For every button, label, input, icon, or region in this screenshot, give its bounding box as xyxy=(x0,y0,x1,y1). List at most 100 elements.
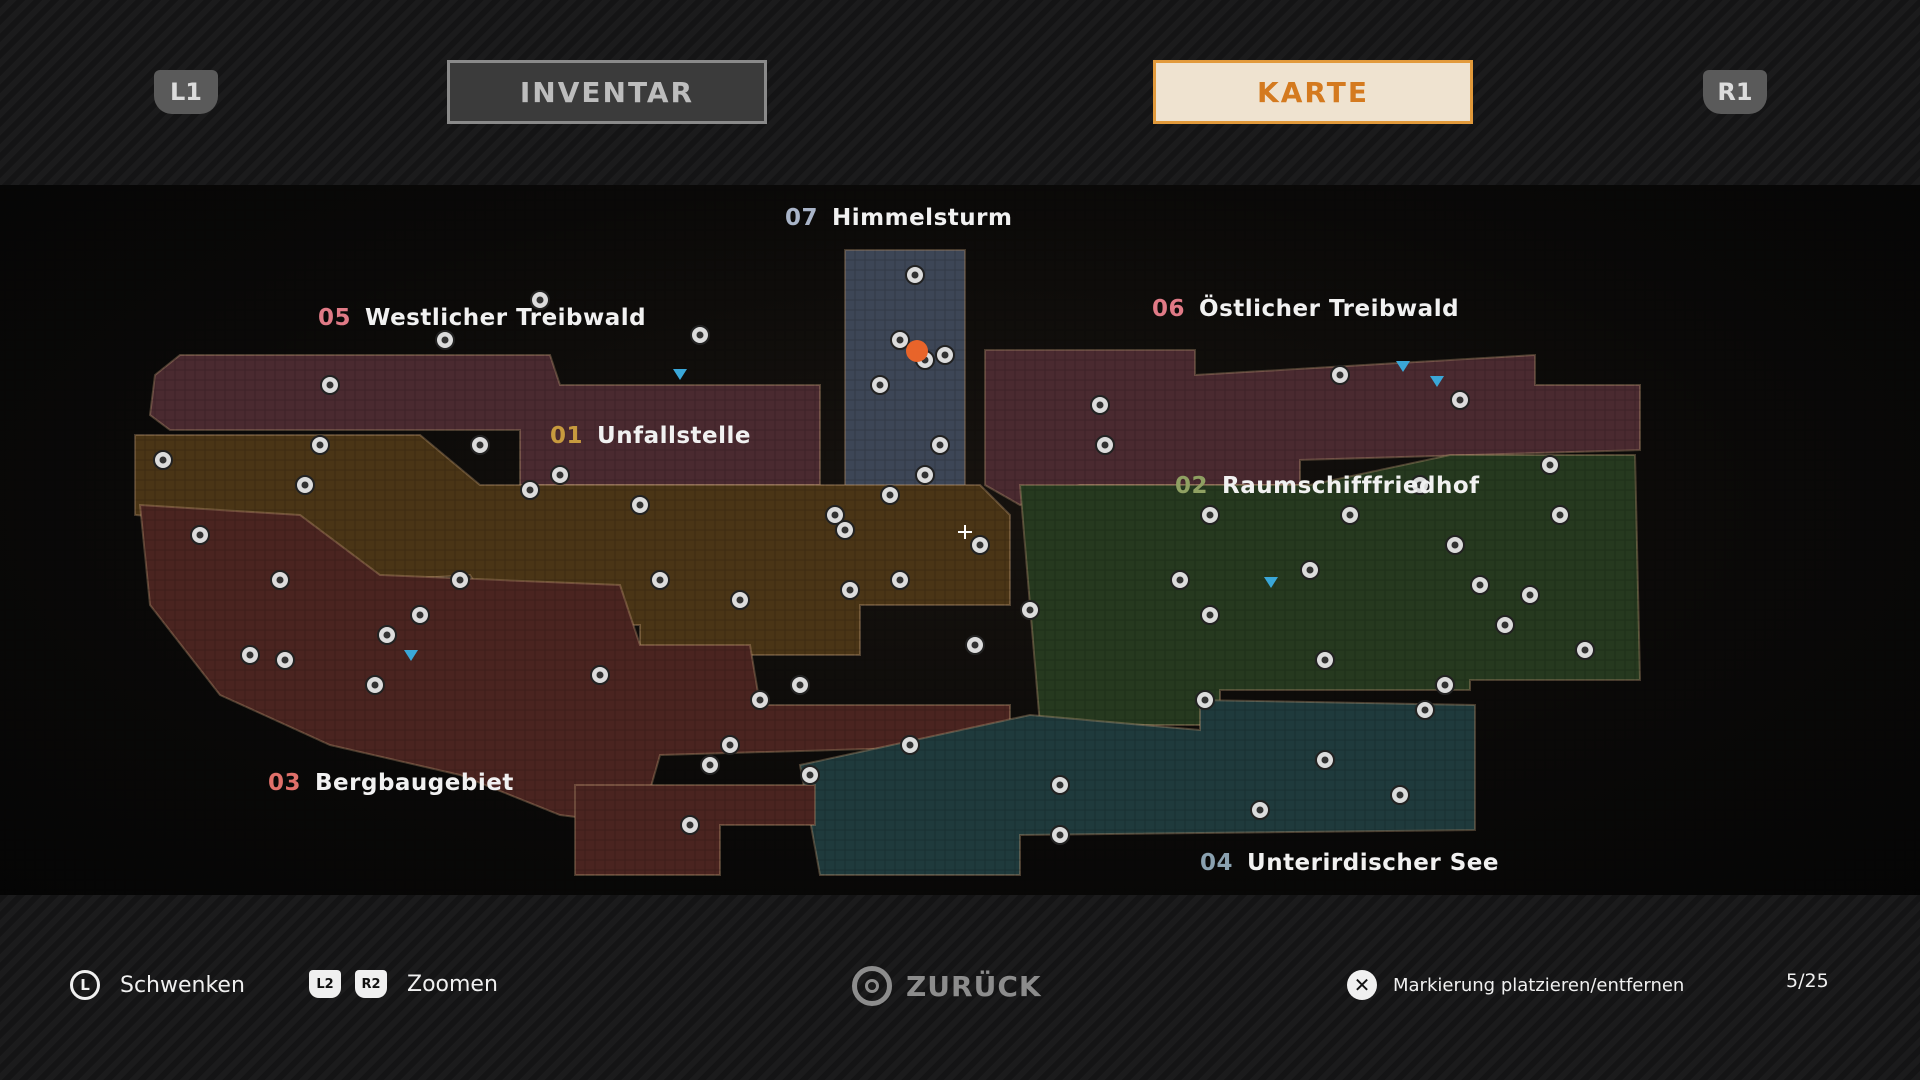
region-name: Östlicher Treibwald xyxy=(1199,296,1460,322)
map-poi-icon-center xyxy=(1396,791,1404,799)
map-poi-icon-center xyxy=(246,651,254,659)
map-poi-icon-center xyxy=(526,486,534,494)
waypoint-marker-icon[interactable] xyxy=(673,369,687,380)
map-poi-icon-center xyxy=(301,481,309,489)
map-poi-icon-center xyxy=(1096,401,1104,409)
back-label: ZURÜCK xyxy=(906,969,1042,1003)
pan-hint: L Schwenken xyxy=(70,970,245,1000)
tab-karte-label: KARTE xyxy=(1257,75,1369,109)
map-poi-icon-center xyxy=(316,441,324,449)
region-label-unfallstelle[interactable]: 01 Unfallstelle xyxy=(550,423,751,449)
map-poi-icon-center xyxy=(556,471,564,479)
region-number: 05 xyxy=(318,305,352,331)
boss-skull-icon[interactable] xyxy=(906,340,928,362)
map-poi-icon-center xyxy=(1056,831,1064,839)
map-poi-icon-center xyxy=(886,491,894,499)
mark-hint: ✕ Markierung platzieren/entfernen xyxy=(1347,970,1684,1000)
map-poi-icon-center xyxy=(1206,611,1214,619)
r2-trigger-icon: R2 xyxy=(355,970,387,998)
map-poi-icon-center xyxy=(1201,696,1209,704)
header-background xyxy=(0,0,1920,185)
map-poi-icon-center xyxy=(736,596,744,604)
map-cursor-icon xyxy=(958,525,972,539)
region-name: Unterirdischer See xyxy=(1247,850,1499,876)
region-number: 06 xyxy=(1152,296,1186,322)
map-poi-icon-center xyxy=(536,296,544,304)
region-label-oestlicher-treibwald[interactable]: 06 Östlicher Treibwald xyxy=(1152,296,1459,322)
region-number: 01 xyxy=(550,423,584,449)
map-poi-icon-center xyxy=(906,741,914,749)
region-name: Raumschifffriedhof xyxy=(1222,473,1480,499)
zoom-hint: L2 R2 Zoomen xyxy=(309,970,498,998)
map-poi-icon-center xyxy=(1321,756,1329,764)
map-poi-icon-center xyxy=(706,761,714,769)
map-poi-icon-center xyxy=(326,381,334,389)
map-poi-icon-center xyxy=(159,456,167,464)
map-markers xyxy=(153,265,1595,845)
map-poi-icon-center xyxy=(841,526,849,534)
map-poi-icon-center xyxy=(1456,396,1464,404)
zoom-label: Zoomen xyxy=(407,971,498,997)
tab-inventar[interactable]: INVENTAR xyxy=(447,60,767,124)
map-poi-icon-center xyxy=(876,381,884,389)
map-poi-icon-center xyxy=(276,576,284,584)
map-poi-icon-center xyxy=(976,541,984,549)
map-poi-icon-center xyxy=(1556,511,1564,519)
region-number: 07 xyxy=(785,205,819,231)
tab-inventar-label: INVENTAR xyxy=(519,75,695,109)
waypoint-marker-icon[interactable] xyxy=(1430,376,1444,387)
l2-trigger-icon: L2 xyxy=(309,970,341,998)
map-poi-icon-center xyxy=(796,681,804,689)
map-poi-icon-center xyxy=(1451,541,1459,549)
left-stick-icon: L xyxy=(70,970,100,1000)
waypoint-marker-icon[interactable] xyxy=(1264,577,1278,588)
map-poi-icon-center xyxy=(971,641,979,649)
region-himmelsturm xyxy=(844,249,966,501)
circle-button-icon xyxy=(852,966,892,1006)
map-poi-icon-center xyxy=(921,471,929,479)
map-poi-icon-center xyxy=(1176,576,1184,584)
map-poi-icon-center xyxy=(806,771,814,779)
region-label-himmelsturm[interactable]: 07 Himmelsturm xyxy=(785,205,1012,231)
map-poi-icon-center xyxy=(441,336,449,344)
map-poi-icon-center xyxy=(371,681,379,689)
region-label-unterirdischer-see[interactable]: 04 Unterirdischer See xyxy=(1200,850,1499,876)
tab-karte[interactable]: KARTE xyxy=(1153,60,1473,124)
map-poi-icon-center xyxy=(831,511,839,519)
map-poi-icon-center xyxy=(1256,806,1264,814)
map-poi-icon-center xyxy=(1056,781,1064,789)
map-poi-icon-center xyxy=(196,531,204,539)
map-poi-icon-center xyxy=(456,576,464,584)
map-poi-icon-center xyxy=(1346,511,1354,519)
l1-shoulder-button[interactable]: L1 xyxy=(154,70,218,114)
mark-label: Markierung platzieren/entfernen xyxy=(1393,974,1685,996)
map-poi-icon-center xyxy=(476,441,484,449)
pan-label: Schwenken xyxy=(120,972,245,998)
region-number: 04 xyxy=(1200,850,1234,876)
map-poi-icon-center xyxy=(1306,566,1314,574)
map-poi-icon-center xyxy=(686,821,694,829)
back-button[interactable]: ZURÜCK xyxy=(852,966,1042,1006)
map-poi-icon-center xyxy=(1441,681,1449,689)
map-poi-icon-center xyxy=(1336,371,1344,379)
waypoint-marker-icon[interactable] xyxy=(1396,361,1410,372)
map-poi-icon-center xyxy=(936,441,944,449)
map-poi-icon-center xyxy=(1546,461,1554,469)
map-poi-icon-center xyxy=(1421,706,1429,714)
region-name: Himmelsturm xyxy=(832,205,1013,231)
map-poi-icon-center xyxy=(941,351,949,359)
map-poi-icon-center xyxy=(1321,656,1329,664)
map-poi-icon-center xyxy=(596,671,604,679)
r1-shoulder-button[interactable]: R1 xyxy=(1703,70,1767,114)
map-poi-icon-center xyxy=(383,631,391,639)
waypoint-marker-icon[interactable] xyxy=(404,650,418,661)
map-poi-icon-center xyxy=(416,611,424,619)
map-poi-icon-center xyxy=(911,271,919,279)
map-poi-icon-center xyxy=(1026,606,1034,614)
marker-counter: 5/25 xyxy=(1786,970,1829,992)
region-name: Unfallstelle xyxy=(597,423,752,449)
cross-button-icon: ✕ xyxy=(1347,970,1377,1000)
